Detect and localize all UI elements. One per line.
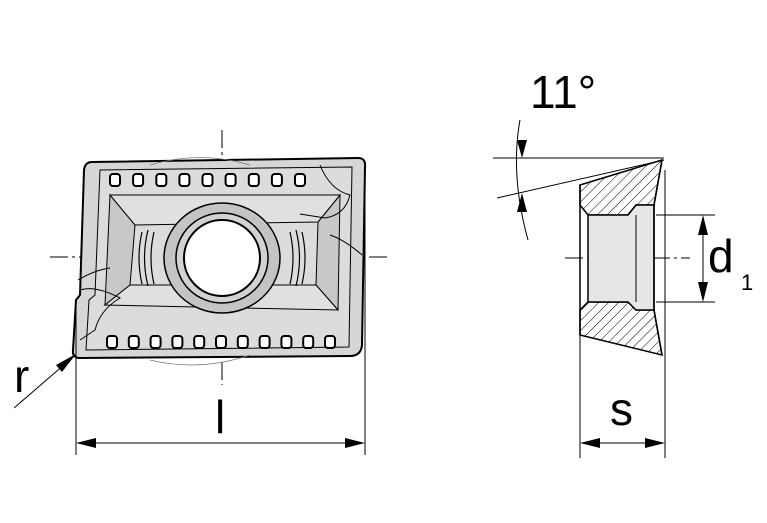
section-right-flank (653, 159, 663, 356)
side-grooves-right (289, 229, 306, 287)
corner-detail-bottom-left (79, 288, 122, 341)
corner-detail-left-edge (77, 267, 111, 281)
angle-arrow-bottom (517, 193, 527, 212)
angle-label: 11° (530, 66, 596, 118)
dimple (302, 335, 315, 349)
length-arrow-left (76, 438, 96, 448)
dimple-row-bottom (106, 335, 336, 349)
dimple (247, 173, 260, 187)
radius-arrow (56, 354, 76, 372)
section-bore (587, 204, 655, 311)
diameter-arrow-top (698, 215, 708, 235)
dimple (201, 173, 214, 187)
dimple (109, 173, 121, 187)
corner-detail-top-right (299, 164, 351, 219)
corner-arc-top (149, 157, 251, 166)
thickness-arrow-right (645, 438, 665, 448)
dimple (258, 335, 271, 349)
dimple-row-top (109, 173, 306, 187)
dimple (171, 335, 184, 349)
dimple (132, 173, 145, 187)
corner-arc-bottom (149, 354, 251, 366)
corner-detail-right-edge (329, 234, 363, 256)
thickness-arrow-left (580, 438, 600, 448)
dimple (215, 335, 227, 349)
dimple (270, 173, 283, 187)
dimple (127, 335, 140, 349)
dimple (224, 173, 237, 187)
dimple (178, 173, 191, 187)
diameter-label: d (708, 230, 734, 282)
angle-arc (515, 119, 529, 241)
angle-reference-inclined (496, 159, 665, 199)
dimple (280, 335, 293, 349)
dimple (294, 173, 306, 187)
angle-arrow-top (517, 140, 527, 158)
screw-hole (183, 219, 261, 297)
dimple (193, 335, 206, 349)
radius-label: r (14, 350, 29, 402)
dimple (155, 173, 168, 187)
side-grooves-left (138, 229, 155, 287)
diameter-label-subscript: 1 (741, 270, 753, 295)
thickness-label: s (610, 383, 633, 435)
dimple (236, 335, 249, 349)
dimple (324, 335, 336, 349)
dimple (149, 335, 162, 349)
diameter-arrow-bottom (698, 282, 708, 302)
length-arrow-right (345, 438, 365, 448)
length-label: l (215, 391, 225, 443)
dimple (106, 335, 118, 349)
insert-top-view: l r (13, 130, 390, 455)
insert-side-view: 11° d 1 s (493, 66, 753, 458)
